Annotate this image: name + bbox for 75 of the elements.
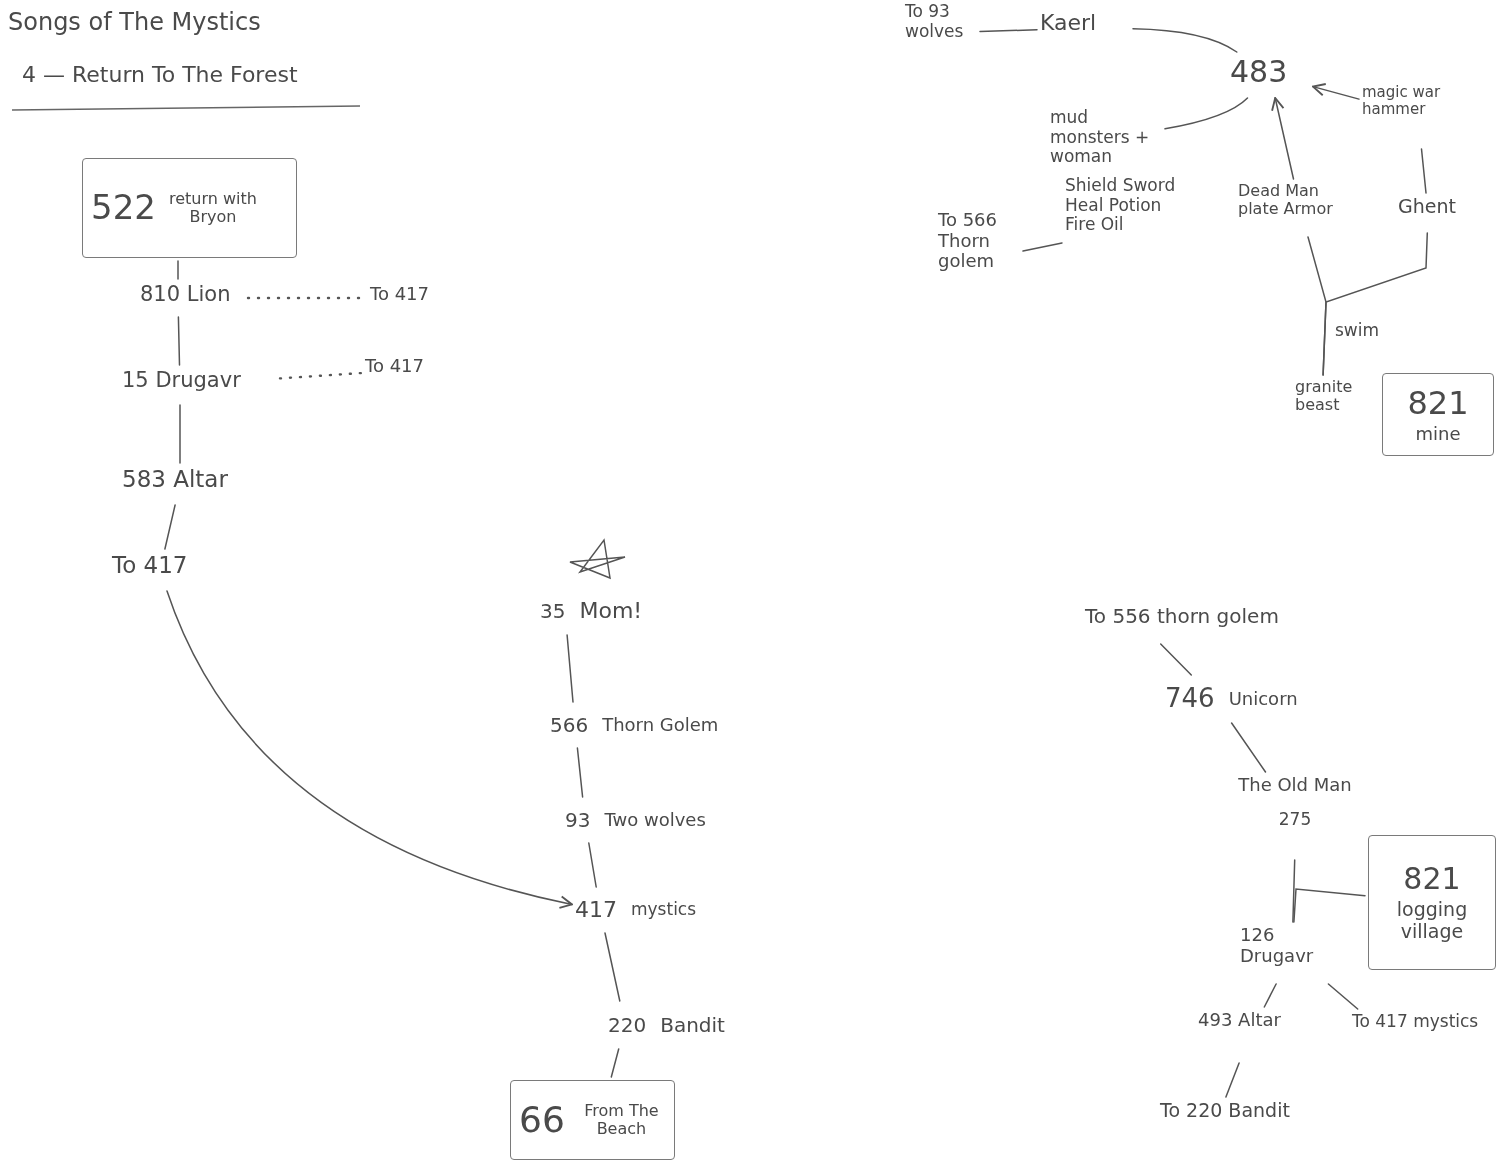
step-label: To 566 Thorn golem bbox=[938, 210, 1020, 310]
arrow bbox=[1312, 83, 1360, 100]
step-label: Shield Sword Heal Potion Fire Oil bbox=[1065, 176, 1185, 284]
connector-line bbox=[1225, 1062, 1240, 1098]
location-box bbox=[1368, 835, 1496, 970]
connector-line bbox=[1420, 148, 1427, 194]
entry-title: Mom! bbox=[579, 598, 643, 624]
entry-number: 417 bbox=[575, 897, 617, 923]
connector-line bbox=[610, 1048, 620, 1078]
entry-title: return with Bryon bbox=[167, 189, 258, 227]
entry-number: 275 bbox=[1278, 809, 1312, 830]
step-label: To 417 bbox=[365, 356, 451, 384]
connector-line bbox=[1230, 722, 1267, 773]
entry-title: Two wolves bbox=[604, 809, 706, 831]
connector-line bbox=[588, 842, 597, 888]
step-label: To 417 bbox=[370, 284, 452, 312]
entry-title: From The Beach bbox=[583, 1101, 660, 1139]
connector-line bbox=[1327, 983, 1359, 1010]
step-label: To 556 thorn golem bbox=[1085, 605, 1365, 641]
connector-line bbox=[576, 747, 584, 798]
connector-line bbox=[1022, 242, 1063, 252]
entry-title: logging village bbox=[1395, 898, 1469, 943]
connector-line bbox=[1263, 983, 1277, 1008]
connector-line bbox=[566, 634, 574, 703]
entry-number: 522 bbox=[91, 188, 156, 228]
entry-number: 566 bbox=[550, 713, 589, 737]
connector-line bbox=[1159, 643, 1193, 676]
step-label: magic war hammer bbox=[1362, 84, 1474, 146]
connector-line bbox=[1132, 28, 1238, 53]
step-label: To 417 bbox=[112, 552, 224, 588]
step-label: Kaerl bbox=[1040, 10, 1130, 46]
entry-title: Bandit bbox=[660, 1013, 725, 1037]
location-box bbox=[510, 1080, 675, 1160]
entry-number: 746 bbox=[1165, 684, 1215, 714]
step-label: Ghent bbox=[1398, 196, 1476, 230]
dotted-line bbox=[278, 371, 364, 380]
entry-number: 821 bbox=[1403, 862, 1461, 897]
step-label: 493 Altar bbox=[1198, 1010, 1298, 1060]
step-label: 583 Altar bbox=[122, 466, 282, 502]
entry-number: 35 bbox=[540, 599, 566, 623]
arrow bbox=[166, 590, 573, 909]
location-box bbox=[82, 158, 297, 258]
step-label: 15 Drugavr bbox=[122, 368, 277, 402]
connector-line bbox=[1293, 888, 1366, 923]
entry-number: 66 bbox=[519, 1099, 565, 1141]
entry-number: 821 bbox=[1407, 384, 1469, 422]
step-label: 483 bbox=[1230, 55, 1310, 95]
connector-line bbox=[179, 404, 181, 464]
connector-line bbox=[1164, 97, 1249, 130]
step-label: To 417 mystics bbox=[1352, 1012, 1482, 1078]
connector-line bbox=[979, 28, 1038, 33]
entry-number: 220 bbox=[608, 1013, 647, 1037]
step-label: granite beast bbox=[1295, 378, 1375, 430]
diagram-title: Songs of The Mystics bbox=[8, 8, 261, 36]
step-label: mud monsters + woman bbox=[1050, 108, 1162, 170]
step-label: 126 Drugavr bbox=[1240, 925, 1345, 981]
connector-line bbox=[177, 260, 179, 280]
entry-number: 93 bbox=[565, 808, 591, 832]
connector-line bbox=[604, 932, 621, 1002]
entry-title: The Old Man bbox=[1238, 775, 1352, 796]
step-label: 810 Lion bbox=[140, 282, 245, 314]
entry-title: Thorn Golem bbox=[602, 714, 719, 736]
step-label: Dead Man plate Armor bbox=[1238, 182, 1350, 234]
connector-line bbox=[164, 504, 176, 550]
chapter-subtitle: 4 — Return To The Forest bbox=[22, 62, 298, 87]
arrow bbox=[1271, 97, 1295, 180]
connector-line bbox=[1292, 859, 1296, 923]
connector-line bbox=[1322, 232, 1429, 376]
entry-title: mystics bbox=[631, 900, 697, 920]
location-box bbox=[1382, 373, 1494, 456]
step-label: To 93 wolves bbox=[905, 2, 977, 64]
entry-title: Unicorn bbox=[1228, 688, 1298, 710]
connector-line bbox=[177, 316, 181, 366]
entry-title: mine bbox=[1415, 423, 1461, 445]
step-label: To 220 Bandit bbox=[1160, 1100, 1300, 1150]
